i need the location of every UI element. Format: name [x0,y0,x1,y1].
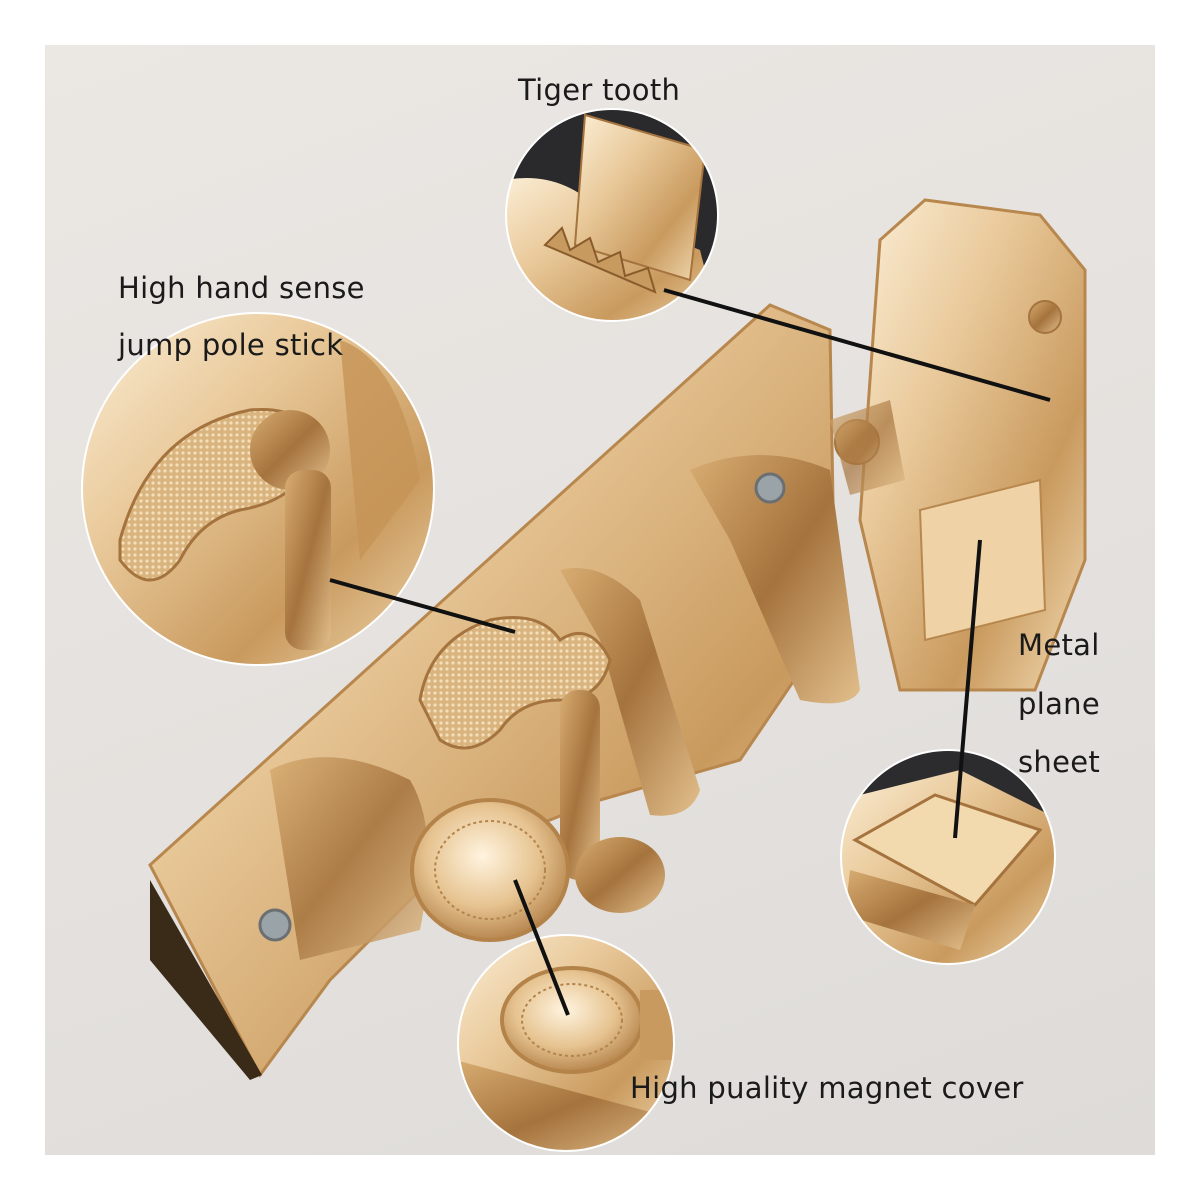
metal-plane-inset [840,749,1056,965]
metal-plane-line-2: plane [1018,686,1100,721]
clamp-block [830,198,1087,692]
jump-pole-line-2: jump pole stick [118,327,344,362]
leader-lines [329,288,1051,1016]
magnet-cover-inset [457,934,675,1152]
jump-pole-line-1: High hand sense [118,271,365,305]
magnet-cover-leader [513,879,570,1016]
tiger-tooth-inset [505,108,719,322]
tiger-tooth-label: Tiger tooth [518,62,680,119]
jump-pole-label: High hand sense jump pole stick [118,260,365,373]
jump-pole-leader [329,578,516,634]
tiger-tooth-text: Tiger tooth [518,73,681,107]
metal-plane-line-3: sheet [1018,745,1101,780]
metal-plane-leader [953,539,982,839]
jump-pole-inset [81,312,435,666]
metal-plane-label: Metal plane sheet [1018,616,1100,792]
magnet-cover-label: High puality magnet cover [630,1060,1024,1117]
tiger-tooth-leader [663,288,1051,402]
jump-pole-lever [410,616,665,942]
metal-plane-line-1: Metal [1018,628,1100,662]
magnet-cover-text: High puality magnet cover [630,1071,1024,1105]
